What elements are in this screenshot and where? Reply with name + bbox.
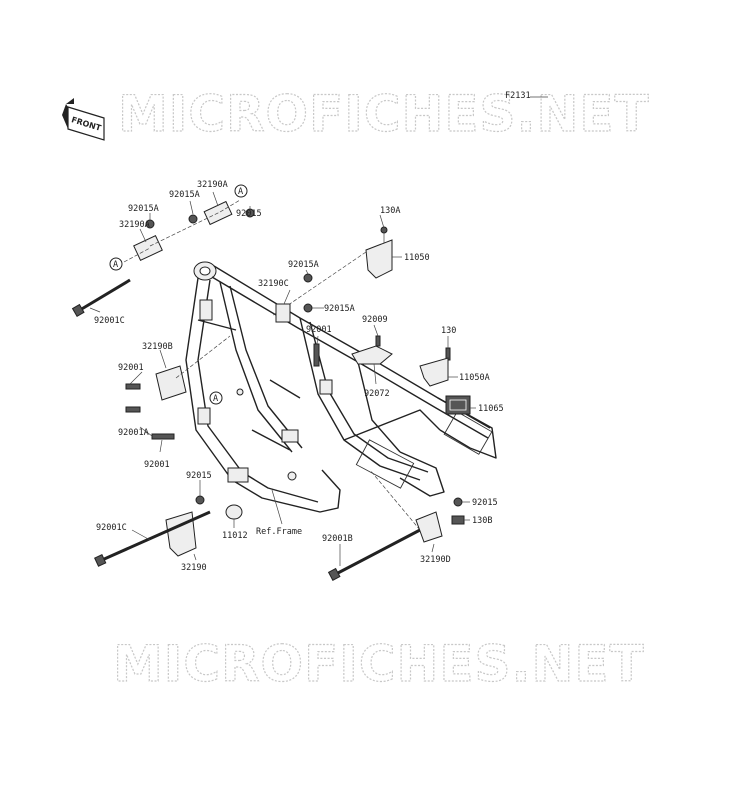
watermark-top: MICROFICHES.NET xyxy=(118,85,650,143)
bolt-92001-left-2 xyxy=(125,406,141,413)
label-92015-low: 92015 xyxy=(186,471,212,481)
label-92015A-d: 92015A xyxy=(324,304,355,314)
label-92015A-b: 92015A xyxy=(128,204,159,214)
leader-lines xyxy=(89,191,476,566)
bracket-32190-lower xyxy=(94,510,211,567)
bolt-92001-left-1 xyxy=(125,383,141,390)
label-92009: 92009 xyxy=(362,315,388,325)
label-32190A-b: 32190A xyxy=(119,220,150,230)
label-ref-frame: Ref.Frame xyxy=(256,527,302,537)
part-labels: 32190A 92015A 92015A 32190A 92015 92001C… xyxy=(94,180,504,573)
svg-text:A: A xyxy=(238,187,243,197)
bracket-32190B xyxy=(155,365,187,401)
bolt-130B xyxy=(451,515,465,525)
svg-text:A: A xyxy=(113,260,118,270)
watermark-bottom: MICROFICHES.NET xyxy=(113,635,645,693)
label-32190C: 32190C xyxy=(258,279,289,289)
label-32190D: 32190D xyxy=(420,555,451,565)
nut-92015-right xyxy=(453,497,463,507)
label-92001-left: 92001 xyxy=(118,363,144,373)
label-32190B: 32190B xyxy=(142,342,173,352)
label-92001A: 92001A xyxy=(118,428,149,438)
label-130: 130 xyxy=(441,326,456,336)
label-130B: 130B xyxy=(472,516,492,526)
label-32190A: 32190A xyxy=(197,180,228,190)
cap-11012 xyxy=(225,504,243,520)
bolt-92001C-top xyxy=(71,278,131,318)
bracket-32190D xyxy=(415,511,443,543)
bolt-92001-mid xyxy=(313,343,320,367)
label-92001B: 92001B xyxy=(322,534,353,544)
label-92015-right: 92015 xyxy=(472,498,498,508)
front-arrow-icon: FRONT xyxy=(62,98,105,141)
ref-marker-a-1 xyxy=(234,184,248,198)
frame xyxy=(185,261,497,513)
bracket-32190C xyxy=(275,303,291,323)
bracket-11050 xyxy=(365,239,393,279)
screw-92009 xyxy=(375,335,381,347)
nut-92015A-a xyxy=(188,214,198,224)
label-32190: 32190 xyxy=(181,563,207,573)
label-92072: 92072 xyxy=(364,389,390,399)
label-92001C-top: 92001C xyxy=(94,316,125,326)
bolt-92001A xyxy=(151,433,175,440)
svg-text:A: A xyxy=(213,394,218,404)
label-92015-top: 92015 xyxy=(236,209,262,219)
bracket-92072 xyxy=(351,345,393,365)
label-92015A-c: 92015A xyxy=(288,260,319,270)
nut-92015-low xyxy=(195,495,205,505)
nut-92015A-c xyxy=(303,273,313,283)
label-11012: 11012 xyxy=(222,531,248,541)
bracket-11050A xyxy=(419,357,449,387)
label-92001-low: 92001 xyxy=(144,460,170,470)
label-92001C-low: 92001C xyxy=(96,523,127,533)
label-130A: 130A xyxy=(380,206,400,216)
bolt-92001B xyxy=(327,469,421,581)
ref-marker-a-2 xyxy=(109,257,123,271)
bracket-32190A-upper xyxy=(123,199,241,263)
label-92001-mid: 92001 xyxy=(306,325,332,335)
label-92015A-a: 92015A xyxy=(169,190,200,200)
label-11050A: 11050A xyxy=(459,373,490,383)
label-11065: 11065 xyxy=(478,404,504,414)
figure-code: F2131 xyxy=(505,91,531,101)
nut-92015A-d xyxy=(303,303,313,313)
ref-marker-a-3 xyxy=(209,391,223,405)
part-11065 xyxy=(445,395,471,415)
label-11050: 11050 xyxy=(404,253,430,263)
